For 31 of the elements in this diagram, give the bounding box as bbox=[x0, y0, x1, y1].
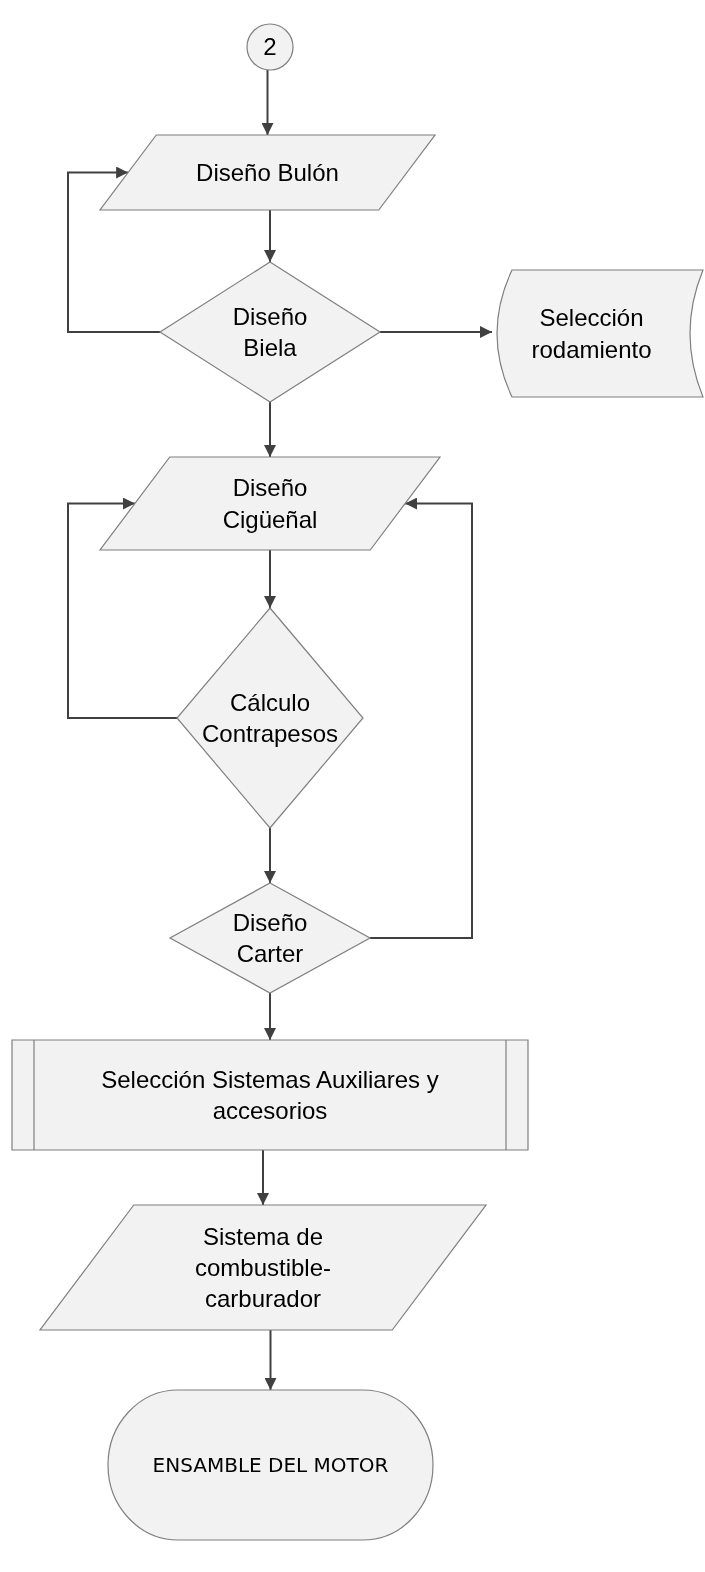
node-label: Diseño Carter bbox=[231, 907, 309, 969]
decision-diamond bbox=[177, 608, 363, 828]
node-label: Diseño Cigüeñal bbox=[221, 473, 319, 535]
arrow bbox=[257, 1149, 269, 1206]
data-parallelogram bbox=[100, 135, 435, 210]
data-parallelogram bbox=[100, 457, 440, 550]
node-label: ENSAMBLE DEL MOTOR bbox=[152, 1452, 389, 1478]
arrow bbox=[67, 497, 178, 719]
terminator-shape bbox=[108, 1390, 433, 1540]
arrow bbox=[261, 69, 274, 136]
node-label: Diseño Biela bbox=[231, 301, 309, 363]
node-label: Selección rodamiento bbox=[530, 303, 653, 365]
arrow bbox=[264, 209, 276, 263]
data-parallelogram bbox=[40, 1205, 486, 1330]
arrow bbox=[369, 497, 473, 939]
node-label: Cálculo Contrapesos bbox=[200, 687, 340, 749]
predefined-process-box bbox=[12, 1040, 528, 1150]
arrow bbox=[379, 326, 493, 338]
arrow bbox=[264, 401, 276, 458]
node-label: Sistema de combustible-carburador bbox=[193, 1221, 333, 1315]
arrow bbox=[264, 827, 276, 884]
connector-circle bbox=[247, 24, 293, 70]
arrow bbox=[264, 992, 276, 1041]
node-label: Selección Sistemas Auxiliares y accesorios bbox=[100, 1064, 440, 1126]
decision-diamond bbox=[160, 262, 380, 402]
arrow bbox=[264, 549, 276, 609]
arrow bbox=[67, 166, 161, 333]
decision-diamond bbox=[170, 883, 370, 993]
arrow bbox=[264, 1329, 277, 1391]
node-label: 2 bbox=[263, 32, 277, 63]
node-label: Diseño Bulón bbox=[196, 157, 339, 188]
